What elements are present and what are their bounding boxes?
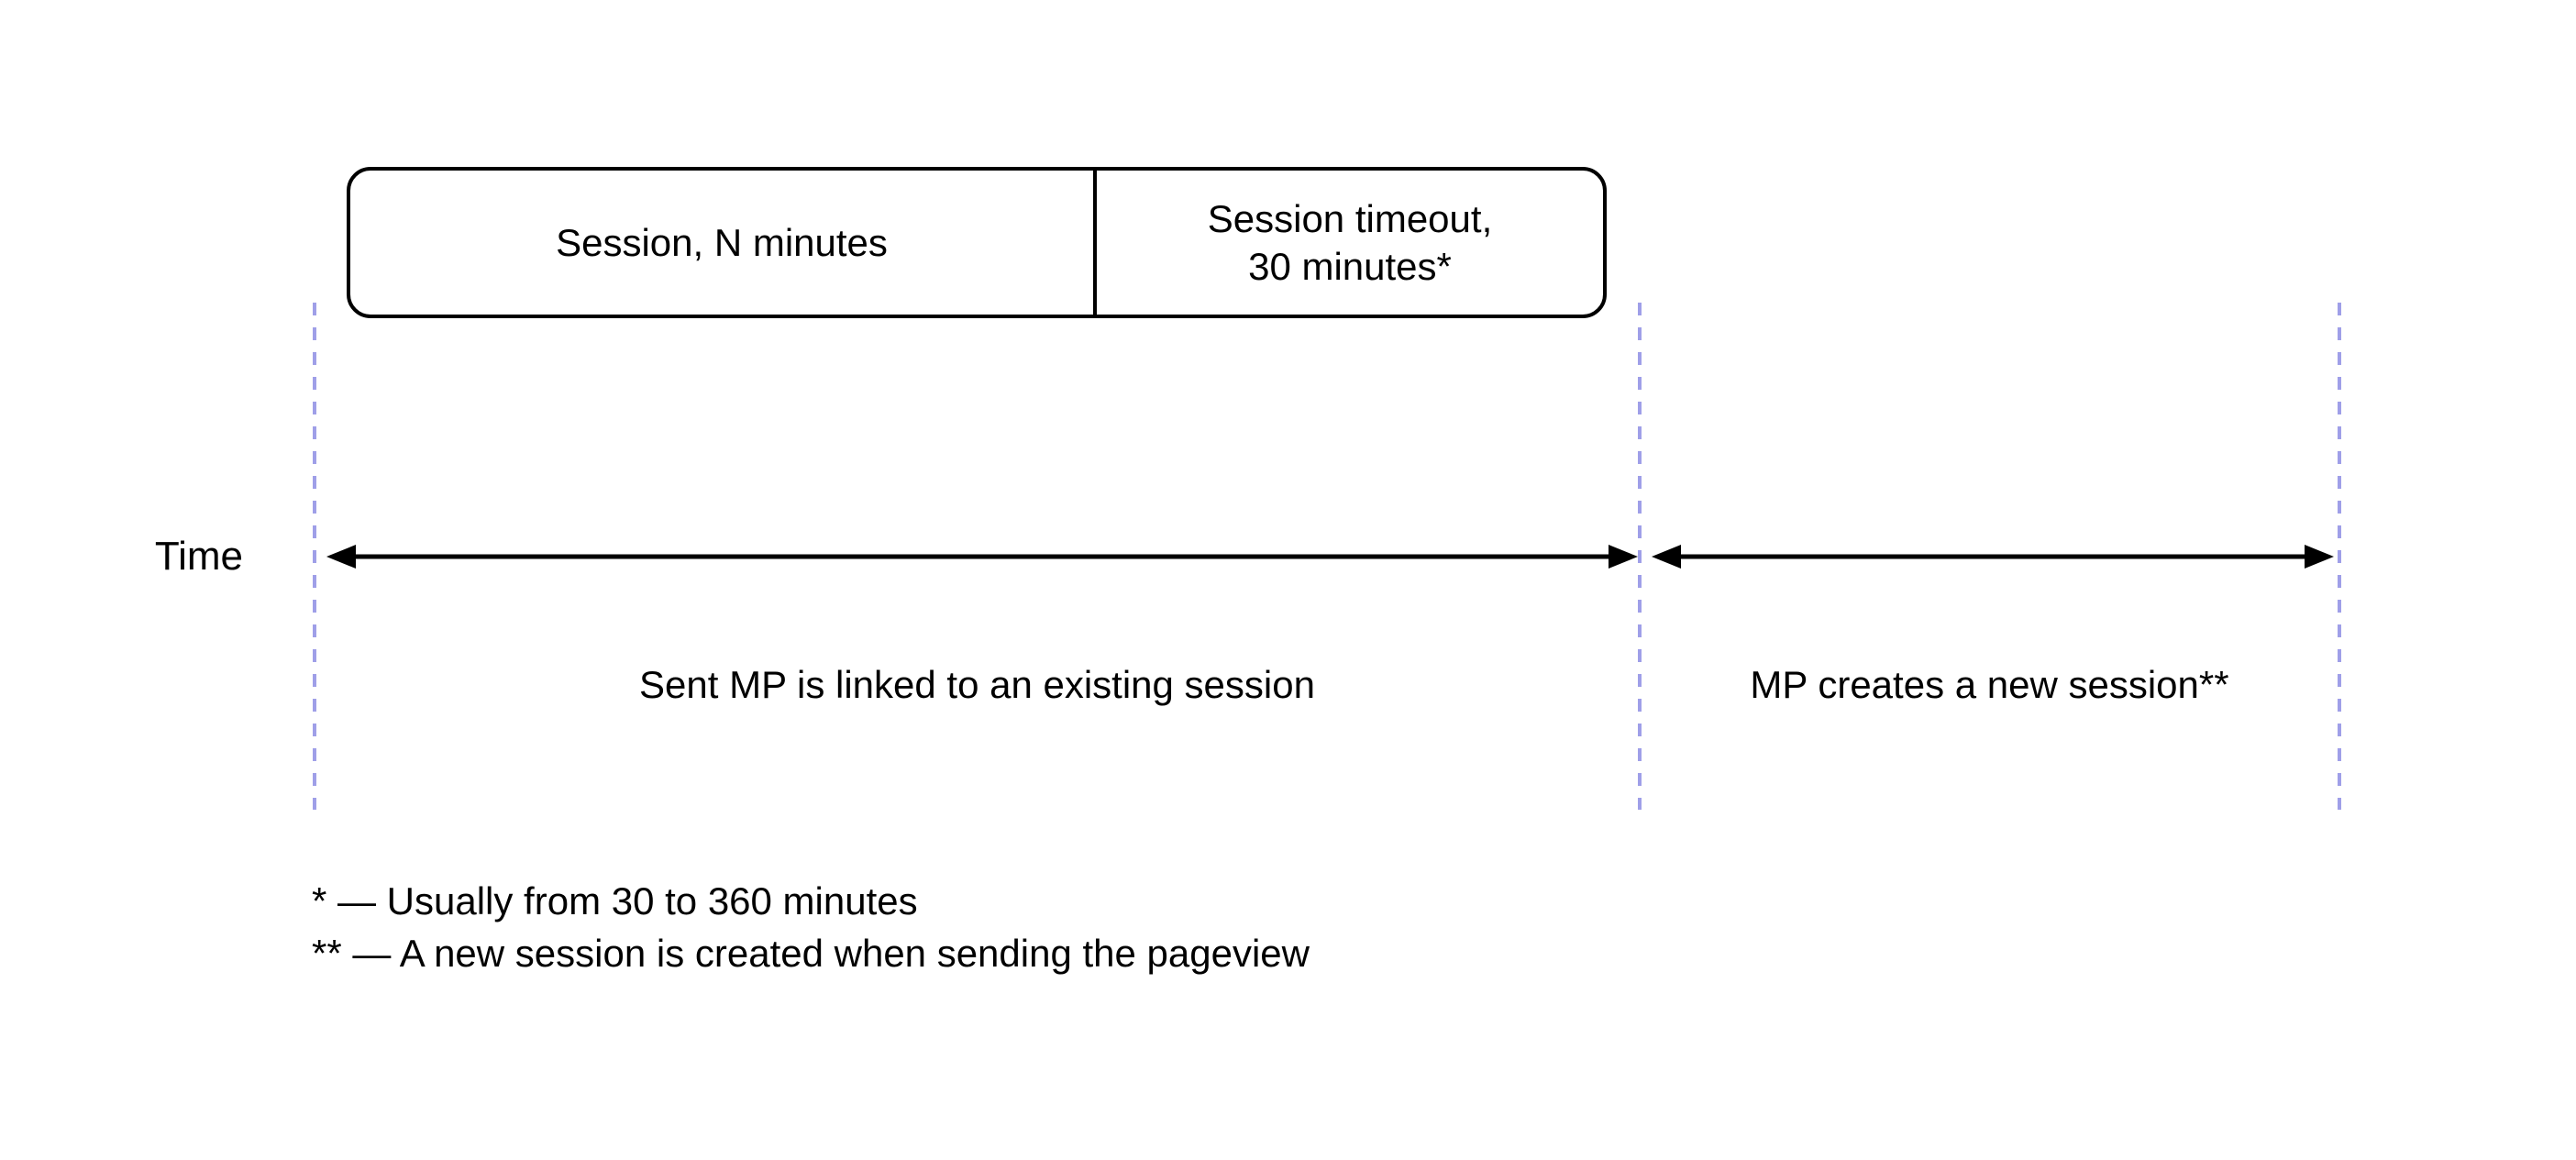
session-box: Session, N minutes Session timeout, 30 m…: [347, 167, 1607, 318]
session-timeout-label: Session timeout, 30 minutes*: [1207, 196, 1493, 288]
caption-new-session: MP creates a new session**: [1750, 663, 2229, 706]
existing-session-time-arrow: [326, 545, 1638, 569]
new-session-guide-line: [2338, 303, 2341, 810]
session-end-guide-line: [1638, 303, 1642, 810]
session-duration-cell: Session, N minutes: [350, 171, 1093, 315]
new-session-time-arrow: [1652, 545, 2334, 569]
footnotes: * — Usually from 30 to 360 minutes ** — …: [312, 875, 1310, 979]
footnote-timeout-range: * — Usually from 30 to 360 minutes: [312, 879, 918, 922]
footnote-new-session: ** — A new session is created when sendi…: [312, 932, 1310, 975]
caption-existing-session: Sent MP is linked to an existing session: [639, 663, 1315, 706]
time-axis-label: Time: [154, 534, 243, 579]
session-timeout-cell: Session timeout, 30 minutes*: [1093, 171, 1603, 315]
session-duration-label: Session, N minutes: [556, 220, 888, 264]
session-start-guide-line: [313, 303, 316, 810]
